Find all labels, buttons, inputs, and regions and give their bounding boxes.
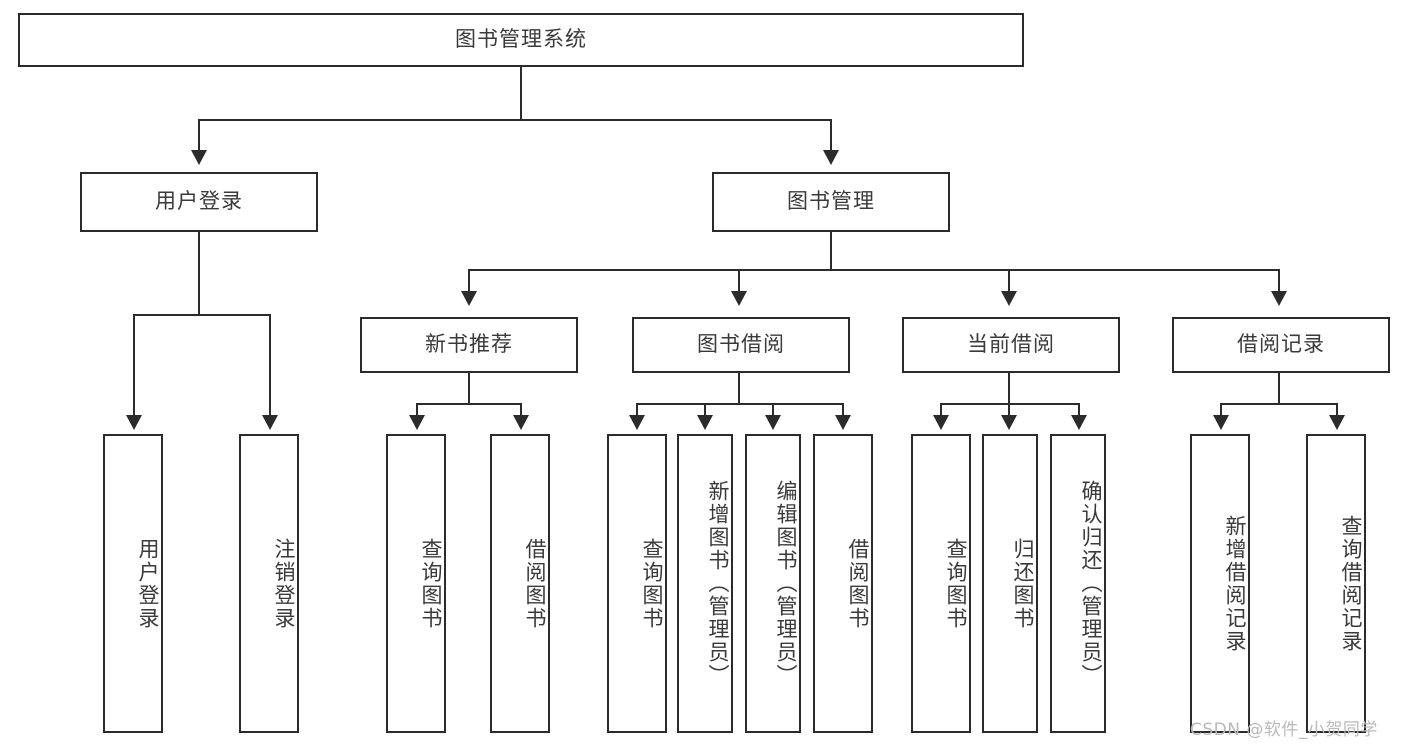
arrow-root-to-user-login	[191, 150, 207, 165]
arrow-br-to-leaf-2	[1329, 415, 1345, 430]
node-label: 当前借阅	[967, 332, 1055, 357]
connector-root-bus	[198, 119, 832, 121]
connector-user-login-to-leaf-1	[133, 314, 135, 417]
node-label: 借阅图书	[846, 537, 870, 630]
leaf-book-borrow-borrow-book[interactable]: 借阅图书	[813, 434, 873, 733]
connector-borrow-record-bus	[1220, 403, 1338, 405]
leaf-user-login-login[interactable]: 用户登录	[103, 434, 163, 733]
node-label: 图书借阅	[697, 332, 785, 357]
node-label: 查询图书	[640, 537, 664, 630]
connector-cb-to-leaf-2	[1008, 403, 1010, 417]
connector-user-login-to-leaf-2	[269, 314, 271, 417]
connector-new-book-to-leaf-2	[520, 403, 522, 417]
connector-root-to-user-login	[198, 119, 200, 152]
node-label: 注销登录	[272, 537, 296, 630]
connector-bb-to-leaf-2	[704, 403, 706, 417]
arrow-root-to-book-management	[823, 150, 839, 165]
connector-book-borrow-stem	[738, 373, 740, 405]
arrow-bb-to-leaf-4	[835, 415, 851, 430]
node-label: 确认归还（管理员）	[1079, 480, 1103, 687]
leaf-current-borrow-query-book[interactable]: 查询图书	[911, 434, 971, 733]
node-label: 新书推荐	[425, 332, 513, 357]
connector-book-borrow-bus	[636, 403, 844, 405]
leaf-borrow-record-add-record[interactable]: 新增借阅记录	[1190, 434, 1250, 733]
leaf-user-login-logout[interactable]: 注销登录	[239, 434, 299, 733]
arrow-br-to-leaf-1	[1213, 415, 1229, 430]
connector-user-login-stem	[198, 232, 200, 316]
connector-br-to-leaf-2	[1336, 403, 1338, 417]
csdn-watermark: CSDN @软件_小贺同学	[1190, 720, 1378, 740]
connector-new-book-bus	[416, 403, 522, 405]
node-current-borrow[interactable]: 当前借阅	[902, 317, 1120, 373]
node-borrow-record[interactable]: 借阅记录	[1172, 317, 1390, 373]
node-book-management[interactable]: 图书管理	[712, 172, 950, 232]
connector-br-to-leaf-1	[1220, 403, 1222, 417]
arrow-cb-to-leaf-2	[1001, 415, 1017, 430]
leaf-book-borrow-edit-book-admin[interactable]: 编辑图书（管理员）	[745, 434, 801, 733]
connector-current-borrow-stem	[1008, 373, 1010, 405]
node-label: 借阅图书	[523, 537, 547, 630]
node-label: 编辑图书（管理员）	[774, 480, 798, 687]
connector-cb-to-leaf-3	[1078, 403, 1080, 417]
arrow-cb-to-leaf-3	[1071, 415, 1087, 430]
arrow-bb-to-leaf-1	[629, 415, 645, 430]
connector-bm-to-book-borrow	[738, 269, 740, 293]
arrow-bb-to-leaf-3	[765, 415, 781, 430]
connector-new-book-stem	[468, 373, 470, 405]
arrow-user-login-to-leaf-1	[126, 415, 142, 430]
arrow-user-login-to-leaf-2	[262, 415, 278, 430]
connector-root-to-book-management	[830, 119, 832, 152]
connector-bm-to-new-book	[468, 269, 470, 293]
node-user-login[interactable]: 用户登录	[80, 172, 318, 232]
connector-borrow-record-stem	[1278, 373, 1280, 405]
leaf-book-borrow-query-book[interactable]: 查询图书	[607, 434, 667, 733]
connector-book-management-bus	[468, 269, 1280, 271]
connector-cb-to-leaf-1	[940, 403, 942, 417]
connector-bb-to-leaf-3	[772, 403, 774, 417]
arrow-cb-to-leaf-1	[933, 415, 949, 430]
node-label: 查询借阅记录	[1339, 514, 1363, 653]
node-label: 图书管理	[787, 189, 875, 214]
node-label: 用户登录	[155, 189, 243, 214]
leaf-current-borrow-confirm-return-admin[interactable]: 确认归还（管理员）	[1050, 434, 1106, 733]
arrow-new-book-to-leaf-1	[409, 415, 425, 430]
connector-new-book-to-leaf-1	[416, 403, 418, 417]
arrow-bm-to-borrow-record	[1271, 291, 1287, 306]
node-new-book-recommend[interactable]: 新书推荐	[360, 317, 578, 373]
arrow-bm-to-book-borrow	[731, 291, 747, 306]
connector-user-login-bus	[133, 314, 270, 316]
connector-bm-to-current-borrow	[1008, 269, 1010, 293]
leaf-current-borrow-return-book[interactable]: 归还图书	[982, 434, 1038, 733]
connector-bb-to-leaf-1	[636, 403, 638, 417]
node-label: 借阅记录	[1237, 332, 1325, 357]
connector-root-stem	[520, 67, 522, 120]
arrow-bm-to-new-book	[461, 291, 477, 306]
leaf-borrow-record-query-record[interactable]: 查询借阅记录	[1306, 434, 1366, 733]
connector-bb-to-leaf-4	[842, 403, 844, 417]
connector-current-borrow-bus	[940, 403, 1080, 405]
node-label: 图书管理系统	[455, 27, 587, 52]
node-label: 查询图书	[419, 537, 443, 630]
leaf-new-book-query-book[interactable]: 查询图书	[386, 434, 446, 733]
connector-bm-to-borrow-record	[1278, 269, 1280, 293]
node-label: 新增图书（管理员）	[706, 480, 730, 687]
node-label: 新增借阅记录	[1223, 514, 1247, 653]
node-label: 归还图书	[1011, 537, 1035, 630]
arrow-bb-to-leaf-2	[697, 415, 713, 430]
arrow-bm-to-current-borrow	[1001, 291, 1017, 306]
leaf-book-borrow-add-book-admin[interactable]: 新增图书（管理员）	[677, 434, 733, 733]
arrow-new-book-to-leaf-2	[513, 415, 529, 430]
connector-book-management-stem	[830, 232, 832, 270]
node-label: 用户登录	[136, 537, 160, 630]
node-label: 查询图书	[944, 537, 968, 630]
leaf-new-book-borrow-book[interactable]: 借阅图书	[490, 434, 550, 733]
node-book-borrow[interactable]: 图书借阅	[632, 317, 850, 373]
node-root-book-management-system[interactable]: 图书管理系统	[18, 13, 1024, 67]
